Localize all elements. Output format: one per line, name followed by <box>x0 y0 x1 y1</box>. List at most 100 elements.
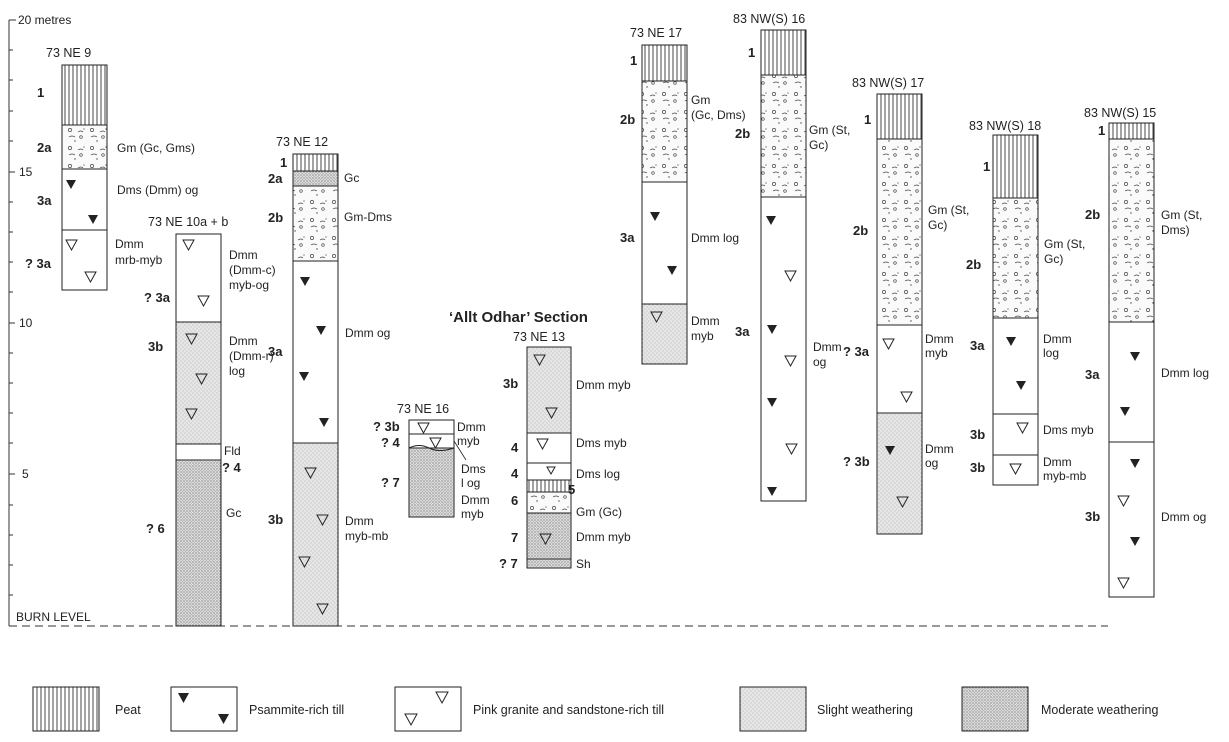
column-83-nws-15: 83 NW(S) 15 1 2b Gm (St, Dms) 3a Dmm log… <box>1084 106 1209 597</box>
unit-desc: Gm (St, <box>928 203 969 217</box>
unit-code: 2b <box>1085 207 1100 222</box>
legend-label: Slight weathering <box>817 703 913 717</box>
unit-desc: Dmm myb <box>576 378 631 392</box>
unit-peat <box>877 94 922 139</box>
unit-code: 2b <box>620 112 635 127</box>
unit-desc: Dmm log <box>1161 366 1209 380</box>
unit-desc: Gc <box>226 506 241 520</box>
unit-plain <box>993 414 1038 455</box>
unit-desc: Dmm <box>1043 332 1072 346</box>
unit-slight <box>877 413 922 534</box>
unit-slight <box>642 304 687 364</box>
unit-plain <box>993 455 1038 485</box>
unit-code: ? 6 <box>146 521 165 536</box>
legend-swatch-slight <box>740 687 806 731</box>
scale-top-label: 20 metres <box>18 13 71 27</box>
unit-code: 2a <box>37 140 52 155</box>
unit-code: 1 <box>1098 123 1105 138</box>
legend-item-peat: Peat <box>33 687 141 731</box>
unit-plain <box>642 182 687 304</box>
unit-peat <box>527 480 571 492</box>
unit-desc: Dmm <box>229 334 258 348</box>
section-title: 83 NW(S) 16 <box>733 12 805 26</box>
unit-desc: Dmm <box>345 514 374 528</box>
unit-code: 2b <box>853 223 868 238</box>
unit-desc: Dmm <box>691 314 720 328</box>
legend-item-moderate: Moderate weathering <box>962 687 1158 731</box>
unit-code: ? 3a <box>843 344 870 359</box>
unit-code: 3b <box>970 427 985 442</box>
unit-desc: Dms myb <box>1043 423 1094 437</box>
burn-level-label: BURN LEVEL <box>16 610 91 624</box>
unit-code: 3b <box>148 339 163 354</box>
unit-desc: Gc) <box>928 218 947 232</box>
unit-plain <box>877 325 922 413</box>
unit-moderate <box>527 513 571 559</box>
unit-code: 4 <box>511 440 519 455</box>
column-73-ne-17: 73 NE 17 1 2b Gm (Gc, Dms) 3a Dmm log Dm… <box>620 26 746 364</box>
legend-item-granite: Pink granite and sandstone-rich till <box>395 687 664 731</box>
unit-code: 6 <box>511 493 518 508</box>
legend-label: Moderate weathering <box>1041 703 1158 717</box>
legend: Peat Psammite-rich till Pink granite and… <box>33 687 1158 731</box>
unit-desc: myb-mb <box>345 529 389 543</box>
unit-moderate <box>527 559 571 568</box>
unit-code: 1 <box>37 85 44 100</box>
unit-desc: Dmm <box>461 493 490 507</box>
unit-desc: Dmm log <box>691 231 739 245</box>
unit-plain <box>1109 322 1154 442</box>
unit-desc: myb <box>925 346 948 360</box>
unit-code: 3b <box>268 512 283 527</box>
unit-gravel <box>642 81 687 182</box>
unit-peat <box>642 45 687 81</box>
unit-code: 3a <box>970 338 985 353</box>
unit-desc: (Dmm-c) <box>229 263 276 277</box>
section-title: 83 NW(S) 17 <box>852 76 924 90</box>
unit-code: 2b <box>735 126 750 141</box>
unit-desc: myb <box>457 434 480 448</box>
section-title: 73 NE 12 <box>276 135 328 149</box>
scale-tick-5: 5 <box>22 467 29 481</box>
section-title: 73 NE 16 <box>397 402 449 416</box>
unit-code: ? 3b <box>373 419 400 434</box>
unit-desc: Dmm <box>229 248 258 262</box>
legend-label: Psammite-rich till <box>249 703 344 717</box>
unit-desc: Dmm <box>925 332 954 346</box>
unit-gravel <box>1109 139 1154 322</box>
unit-desc: Gc) <box>809 138 828 152</box>
section-title: 73 NE 13 <box>513 330 565 344</box>
unit-code: 7 <box>511 530 518 545</box>
unit-code: 1 <box>864 112 871 127</box>
unit-gravel <box>293 186 338 261</box>
column-73-ne-12: 73 NE 12 1 2a Gc 2b Gm-Dms 3a Dmm og 3b … <box>268 135 392 626</box>
unit-plain <box>1109 442 1154 597</box>
unit-code: 2a <box>268 171 283 186</box>
unit-code: ? 3a <box>25 256 52 271</box>
unit-code: 1 <box>748 45 755 60</box>
unit-desc: Dmm <box>457 420 486 434</box>
unit-desc: myb <box>691 329 714 343</box>
unit-moderate <box>293 171 338 186</box>
section-title: 73 NE 10a + b <box>148 215 228 229</box>
allt-odhar-title: ‘Allt Odhar’ Section <box>449 309 588 326</box>
unit-desc: Fld <box>224 444 241 458</box>
unit-desc: Dmm myb <box>576 530 631 544</box>
till-symbols <box>66 180 1140 546</box>
unit-desc: Gm (Gc) <box>576 505 622 519</box>
legend-swatch-peat <box>33 687 99 731</box>
unit-plain <box>409 420 454 434</box>
unit-code: ? 4 <box>222 460 242 475</box>
unit-slight <box>176 322 221 444</box>
unit-desc: Dmm <box>115 237 144 251</box>
unit-gravel <box>761 75 806 197</box>
unit-code: 3b <box>970 460 985 475</box>
unit-desc: Dmm <box>813 340 842 354</box>
legend-swatch-moderate <box>962 687 1028 731</box>
unit-gravel <box>993 198 1038 318</box>
unit-peat <box>993 135 1038 198</box>
unit-plain <box>993 318 1038 414</box>
column-73-ne-9: 73 NE 9 1 2a Gm (Gc, Gms) 3a Dms (Dmm) o… <box>25 46 198 290</box>
unit-desc: Gm <box>691 93 710 107</box>
unit-gravel <box>527 492 571 513</box>
